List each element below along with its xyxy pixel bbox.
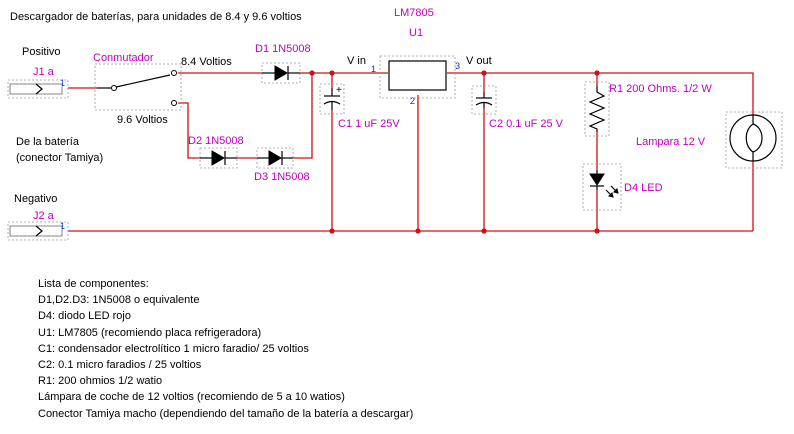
j2-pin-number: 1 [60,221,65,231]
diode-d3: D3 1N5008 [254,147,310,183]
j2-label: J2 a [33,210,55,222]
switch-label: Conmutador [93,52,154,64]
d4-label: D4 LED [624,182,663,194]
parts-list-item: C1: condensador electrolítico 1 micro fa… [38,342,309,355]
parts-list-item: R1: 200 ohmios 1/2 watio [38,375,163,388]
d2-label: D2 1N5008 [188,135,244,147]
switch-position-1-label: 8.4 Voltios [181,56,232,68]
u1-part-label: LM7805 [394,7,434,19]
c1-label: C1 1 uF 25V [338,118,400,130]
vout-label: V out [466,55,492,67]
negative-label: Negativo [14,193,57,205]
resistor-r1: R1 200 Ohms. 1/2 W [584,81,712,137]
u1-ref-label: U1 [409,27,423,39]
parts-list: Lista de componentes: D1,D2.D3: 1N5008 o… [38,276,413,422]
switch-position-2-label: 9.6 Voltios [117,114,168,126]
parts-list-item: D1,D2.D3: 1N5008 o equivalente [38,294,200,307]
parts-list-item: Lámpara de coche de 12 voltios (recomien… [38,391,345,404]
regulator-u1: LM7805 U1 V in V out 1 2 3 [347,7,492,106]
battery-label-1: De la batería [16,136,80,148]
wires [68,72,754,232]
capacitor-c2: C2 0.1 uF 25 V [471,85,564,130]
parts-list-item: C2: 0.1 micro faradios / 25 voltios [38,359,202,372]
j2-connector: Negativo J2 a 1 [7,193,69,241]
lamp-12v: Lampara 12 V [636,111,783,169]
circuit-schematic: Descargador de baterías, para unidades d… [7,7,783,241]
led-d4: D4 LED [582,163,663,211]
vin-label: V in [347,55,366,67]
u1-pin-1: 1 [371,64,376,74]
j1-pin-number: 1 [60,78,65,88]
battery-label-2: (conector Tamiya) [16,152,103,164]
c2-label: C2 0.1 uF 25 V [489,118,564,130]
d1-label: D1 1N5008 [255,43,311,55]
diode-d1: D1 1N5008 [255,43,311,84]
u1-pin-2: 2 [410,96,415,106]
r1-label: R1 200 Ohms. 1/2 W [609,83,712,95]
diagram-title: Descargador de baterías, para unidades d… [10,11,302,23]
diode-d2: D2 1N5008 [188,135,244,169]
lamp-label: Lampara 12 V [636,136,706,148]
c1-polarity: + [336,85,342,96]
parts-list-item: U1: LM7805 (recomiendo placa refrigerado… [38,326,262,339]
capacitor-c1: + C1 1 uF 25V [319,83,400,130]
junction-dots [309,70,600,234]
u1-pin-3: 3 [455,61,460,71]
d3-label: D3 1N5008 [254,171,310,183]
parts-list-heading: Lista de componentes: [38,278,149,290]
parts-list-item: D4: diodo LED rojo [38,310,131,323]
selector-switch: Conmutador 8.4 Voltios 9.6 Voltios [93,52,232,126]
j1-label: J1 a [33,66,55,78]
parts-list-item: Conector Tamiya macho (dependiendo del t… [38,407,414,420]
j1-connector: Positivo J1 a 1 [7,46,69,99]
positive-label: Positivo [22,46,61,58]
